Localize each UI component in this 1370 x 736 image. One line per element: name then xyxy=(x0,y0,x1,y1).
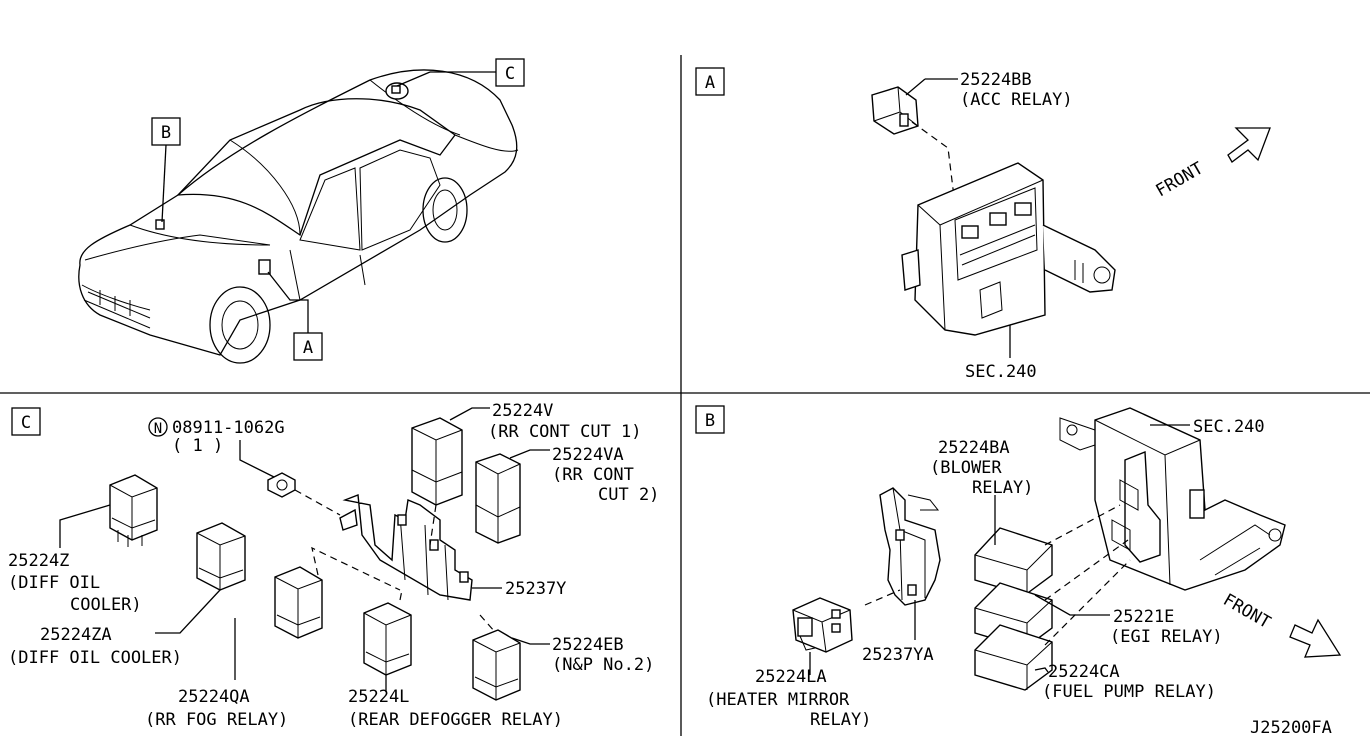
bracket-25237y-part-no: 25237Y xyxy=(505,579,566,599)
front-arrow-a: FRONT xyxy=(1153,127,1271,201)
junction-block-part xyxy=(901,162,1116,336)
callout-line-b xyxy=(161,144,167,223)
diff-oil-cooler-name-1: (DIFF OIL xyxy=(8,573,100,593)
acc-relay-part xyxy=(871,86,919,135)
junction-block-b-part xyxy=(1059,407,1286,591)
rr-cont-cut2-part-no: 25224VA xyxy=(552,445,624,465)
panel-b: B SEC.240 25224BA xyxy=(695,405,1342,730)
diff-oil-cooler-za-part-no: 25224ZA xyxy=(40,625,112,645)
rr-fog-part-no: 25224QA xyxy=(178,687,250,707)
fuel-pump-name: (FUEL PUMP RELAY) xyxy=(1042,682,1216,702)
acc-relay-name: (ACC RELAY) xyxy=(960,90,1073,110)
fuel-pump-relay-part xyxy=(974,624,1053,691)
panel-a-sec-label: SEC.240 xyxy=(965,362,1037,382)
callout-box-b xyxy=(151,117,181,146)
panel-a-tag: A xyxy=(705,73,715,93)
callout-tag-c: C xyxy=(505,64,515,84)
rear-defogger-name: (REAR DEFOGGER RELAY) xyxy=(348,710,563,730)
heater-mirror-relay-part xyxy=(792,597,853,653)
panel-dividers xyxy=(0,55,1370,736)
panel-b-tag-box xyxy=(695,405,725,434)
rr-cont-cut1-part-no: 25224V xyxy=(492,401,553,421)
blower-name-1: (BLOWER xyxy=(930,458,1002,478)
diagram-code: J25200FA xyxy=(1250,718,1332,736)
diff-oil-cooler-relay-part xyxy=(109,474,158,547)
car-overview-panel: B C A xyxy=(78,58,525,364)
car-illustration xyxy=(78,69,519,364)
panel-b-tag: B xyxy=(705,411,715,431)
nut-symbol-circle xyxy=(148,417,168,437)
egi-name: (EGI RELAY) xyxy=(1110,627,1223,647)
nut-qty: ( 1 ) xyxy=(172,436,223,456)
np-no2-relay-part xyxy=(472,629,521,701)
panel-c: C N 08911-1062G ( 1 ) 25237Y 2 xyxy=(8,401,659,730)
egi-part-no: 25221E xyxy=(1113,607,1174,627)
diff-oil-cooler-za-relay-part xyxy=(196,522,246,591)
rr-fog-relay-part xyxy=(274,566,323,639)
panel-a: A 25224BB (ACC RELAY) SEC.240 xyxy=(695,67,1271,382)
nut-part-no: 08911-1062G xyxy=(172,418,285,438)
panel-b-sec-label: SEC.240 xyxy=(1193,417,1265,437)
callout-box-a xyxy=(293,332,323,361)
diff-oil-cooler-name-2: COOLER) xyxy=(70,595,142,615)
heater-mirror-name-2: RELAY) xyxy=(810,710,871,730)
acc-relay-part-no: 25224BB xyxy=(960,70,1032,90)
heater-mirror-name-1: (HEATER MIRROR xyxy=(706,690,850,710)
front-arrow-b: FRONT xyxy=(1220,590,1342,658)
bracket-25237ya-part-no: 25237YA xyxy=(862,645,934,665)
np-no2-name: (N&P No.2) xyxy=(552,655,654,675)
np-no2-part-no: 25224EB xyxy=(552,635,624,655)
fuel-pump-part-no: 25224CA xyxy=(1048,662,1120,682)
callout-tag-b: B xyxy=(161,123,171,143)
callout-line-a xyxy=(267,271,309,333)
rr-cont-cut1-name: (RR CONT CUT 1) xyxy=(488,422,642,442)
nut-symbol: N xyxy=(154,421,162,437)
callout-tag-a: A xyxy=(303,338,313,358)
rr-cont-cut1-relay-part xyxy=(411,417,463,506)
rear-defogger-part-no: 25224L xyxy=(348,687,409,707)
diff-oil-cooler-za-name: (DIFF OIL COOLER) xyxy=(8,648,182,668)
rr-cont-cut2-name-1: (RR CONT xyxy=(552,465,634,485)
heater-mirror-part-no: 25224LA xyxy=(755,667,827,687)
blower-name-2: RELAY) xyxy=(972,478,1033,498)
diff-oil-cooler-part-no: 25224Z xyxy=(8,551,69,571)
rr-cont-cut2-relay-part xyxy=(475,453,521,544)
panel-a-tag-box xyxy=(695,67,725,96)
bracket-25237ya-part xyxy=(879,487,941,606)
blower-relay-part xyxy=(974,527,1053,596)
callout-box-c xyxy=(495,58,525,87)
blower-part-no: 25224BA xyxy=(938,438,1010,458)
callout-line-c xyxy=(396,71,431,87)
front-label-b: FRONT xyxy=(1220,590,1274,633)
panel-c-tag: C xyxy=(21,413,31,433)
rear-defogger-relay-part xyxy=(363,602,412,676)
rr-cont-cut2-name-2: CUT 2) xyxy=(598,485,659,505)
panel-c-tag-box xyxy=(11,407,41,436)
front-label-a: FRONT xyxy=(1153,158,1207,201)
rr-fog-name: (RR FOG RELAY) xyxy=(145,710,288,730)
bracket-25237y-part xyxy=(339,494,473,601)
